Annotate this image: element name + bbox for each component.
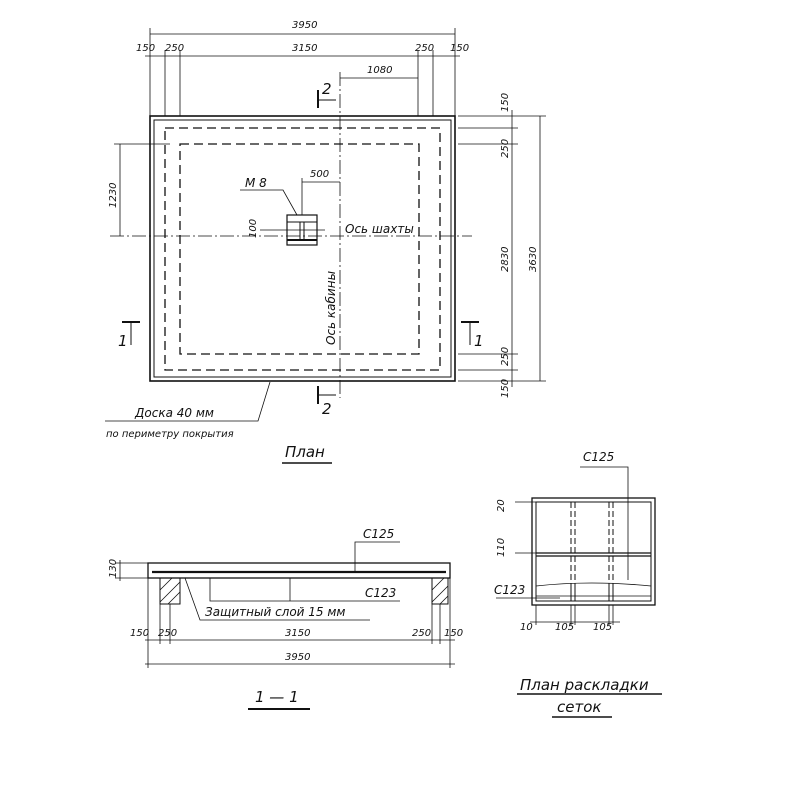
dim-10: 10: [520, 622, 533, 633]
section-mesh-bottom: С123: [365, 586, 396, 600]
sec-dim-right-inner: 250: [412, 628, 431, 639]
mesh-top-label: С125: [583, 450, 614, 464]
mesh-title-1: План раскладки: [520, 676, 649, 694]
embedded-insert: [240, 178, 340, 246]
sec-dim-left-inner: 250: [158, 628, 177, 639]
dim-bottom-inner: 250: [500, 347, 511, 366]
cabin-axis-label: Ось кабины: [324, 271, 338, 345]
support-outer-line: [164, 127, 441, 371]
dim-500: 500: [310, 169, 329, 180]
slab-section: [147, 562, 451, 579]
dim-total-width: 3950: [292, 20, 317, 31]
section-1-right: 1: [474, 332, 484, 350]
dim-100: 100: [248, 219, 259, 238]
dim-bottom-edge: 150: [500, 379, 511, 398]
sec-dim-right-edge: 150: [444, 628, 463, 639]
dim-1230: 1230: [108, 183, 119, 208]
section-2-top: 2: [322, 80, 332, 98]
dim-right-inner: 250: [415, 43, 434, 54]
dim-offset: 1080: [367, 65, 392, 76]
dim-110: 110: [496, 538, 507, 557]
section-height: 130: [108, 559, 119, 578]
mesh-title-2: сеток: [557, 698, 601, 716]
dim-top-inner: 250: [500, 139, 511, 158]
plan-view: 3950 150 250 3150 250 150 1080 150 250 2…: [105, 20, 546, 464]
dim-left-edge: 150: [136, 43, 155, 54]
board-note-1: Доска 40 мм: [134, 406, 214, 420]
cover-note: Защитный слой 15 мм: [205, 605, 345, 619]
dim-middle: 3150: [292, 43, 317, 54]
mesh-bottom-label: С123: [494, 583, 525, 597]
dim-plan-middle: 2830: [500, 247, 511, 272]
dim-right-edge: 150: [450, 43, 469, 54]
top-dimensions: [145, 28, 460, 116]
section-marks: [122, 90, 479, 404]
sec-dim-middle: 3150: [285, 628, 310, 639]
mesh-layout-view: С125 С123 20 110 10 105 105 План расклад…: [494, 450, 662, 718]
dim-105-b: 105: [593, 622, 612, 633]
insert-label: М 8: [245, 176, 267, 190]
board-perimeter: [153, 119, 452, 378]
section-dimensions: [115, 560, 455, 668]
shaft-axis-label: Ось шахты: [345, 222, 414, 236]
section-view: С125 С123 Защитный слой 15 мм 130 150 25…: [108, 527, 463, 710]
dim-20: 20: [496, 499, 507, 512]
sec-dim-total: 3950: [285, 652, 310, 663]
slab-outline: [149, 115, 456, 382]
section-1-left: 1: [118, 332, 128, 350]
plan-title: План: [285, 443, 325, 461]
board-leader: [105, 381, 271, 422]
board-note-2: по периметру покрытия: [106, 429, 234, 440]
section-title: 1 — 1: [255, 688, 299, 706]
sec-dim-left-edge: 150: [130, 628, 149, 639]
dim-left-inner: 250: [165, 43, 184, 54]
left-dimension: [114, 143, 170, 236]
section-2-bottom: 2: [322, 400, 332, 418]
right-dimensions: [458, 110, 546, 387]
dim-top-edge: 150: [500, 93, 511, 112]
section-mesh-top: С125: [363, 527, 394, 541]
dim-105-a: 105: [555, 622, 574, 633]
supports: [159, 577, 449, 605]
dim-total-height: 3630: [528, 247, 539, 272]
support-inner-line: [179, 143, 420, 355]
